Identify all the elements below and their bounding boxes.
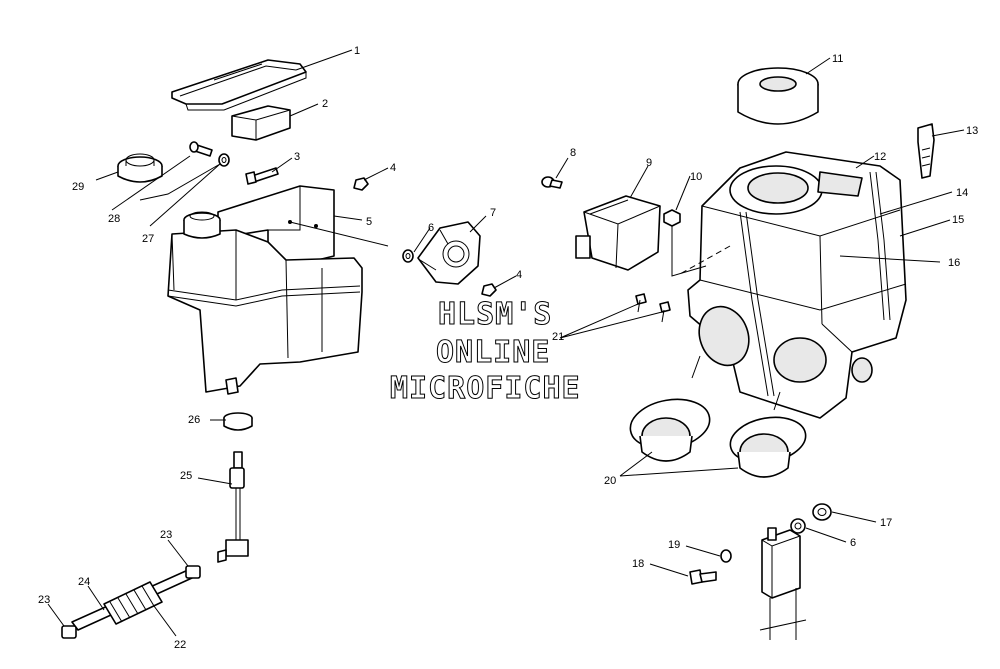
callout-3: 3 [294, 151, 300, 163]
airbox [687, 151, 907, 419]
part-4-nut [353, 177, 369, 191]
part-17-cap [812, 503, 832, 521]
callout-8: 8 [570, 147, 576, 159]
callout-6-upper: 6 [428, 222, 434, 234]
part-20-boot-right [729, 416, 807, 478]
callout-29: 29 [72, 181, 84, 193]
airbox-mount [759, 527, 807, 640]
callout-9: 9 [646, 157, 652, 169]
callout-15: 15 [952, 214, 964, 226]
callout-24: 24 [78, 576, 90, 588]
callout-labels: 1 2 3 4 5 6 7 4 8 9 10 11 12 13 14 15 16… [38, 45, 978, 651]
callout-17: 17 [880, 517, 892, 529]
leader-lines [47, 49, 965, 637]
part-6-washer [402, 249, 414, 263]
part-22-filter [103, 581, 163, 625]
callout-7: 7 [490, 207, 496, 219]
callout-2: 2 [322, 98, 328, 110]
part-11-foam-ring [737, 67, 819, 125]
callout-20: 20 [604, 475, 616, 487]
callout-19: 19 [668, 539, 680, 551]
part-8-screw [541, 176, 563, 189]
callout-1: 1 [354, 45, 360, 57]
callout-11: 11 [832, 53, 843, 65]
callout-22: 22 [174, 639, 186, 651]
callout-18: 18 [632, 558, 644, 570]
watermark: HLSM'S ONLINE MICROFICHE [390, 297, 581, 407]
callout-6-lower: 6 [850, 537, 856, 549]
part-21-screw-b [659, 301, 671, 323]
part-25-pickup [217, 451, 249, 563]
watermark-line-3: MICROFICHE [390, 371, 581, 406]
callout-14: 14 [956, 187, 968, 199]
callout-4-lower: 4 [516, 269, 522, 281]
callout-13: 13 [966, 125, 978, 137]
callout-23-lower: 23 [38, 594, 50, 606]
callout-21: 21 [552, 331, 564, 343]
part-18-bolt [689, 569, 717, 585]
part-6-washer-lower [790, 518, 806, 534]
part-29-cap [117, 153, 163, 183]
part-19-washer [720, 549, 732, 563]
part-9-cdi-box [575, 195, 661, 271]
watermark-line-2: ONLINE [436, 335, 550, 370]
part-13-clip [917, 123, 935, 179]
part-20-boot-left [629, 398, 711, 462]
callout-16: 16 [948, 257, 960, 269]
callout-27: 27 [142, 233, 154, 245]
callout-5: 5 [366, 216, 372, 228]
part-21-screw-a [635, 293, 647, 313]
callout-4-upper: 4 [390, 162, 396, 174]
part-23-clamp-upper [185, 565, 201, 579]
part-4-nut-lower [481, 283, 497, 297]
callout-26: 26 [188, 414, 200, 426]
callout-12: 12 [874, 151, 886, 163]
part-28-bolt [189, 141, 230, 167]
callout-10: 10 [690, 171, 702, 183]
part-10-nut [663, 209, 681, 227]
part-2-block [231, 105, 291, 141]
callout-28: 28 [108, 213, 120, 225]
part-7-pump [417, 221, 481, 285]
part-3-bolt [245, 167, 279, 185]
watermark-line-1: HLSM'S [438, 297, 552, 332]
part-1-cover [171, 59, 307, 111]
callout-25: 25 [180, 470, 192, 482]
callout-23-upper: 23 [160, 529, 172, 541]
oil-tank [167, 185, 363, 395]
part-26-grommet [223, 412, 253, 431]
part-23-clamp-lower [61, 625, 77, 639]
